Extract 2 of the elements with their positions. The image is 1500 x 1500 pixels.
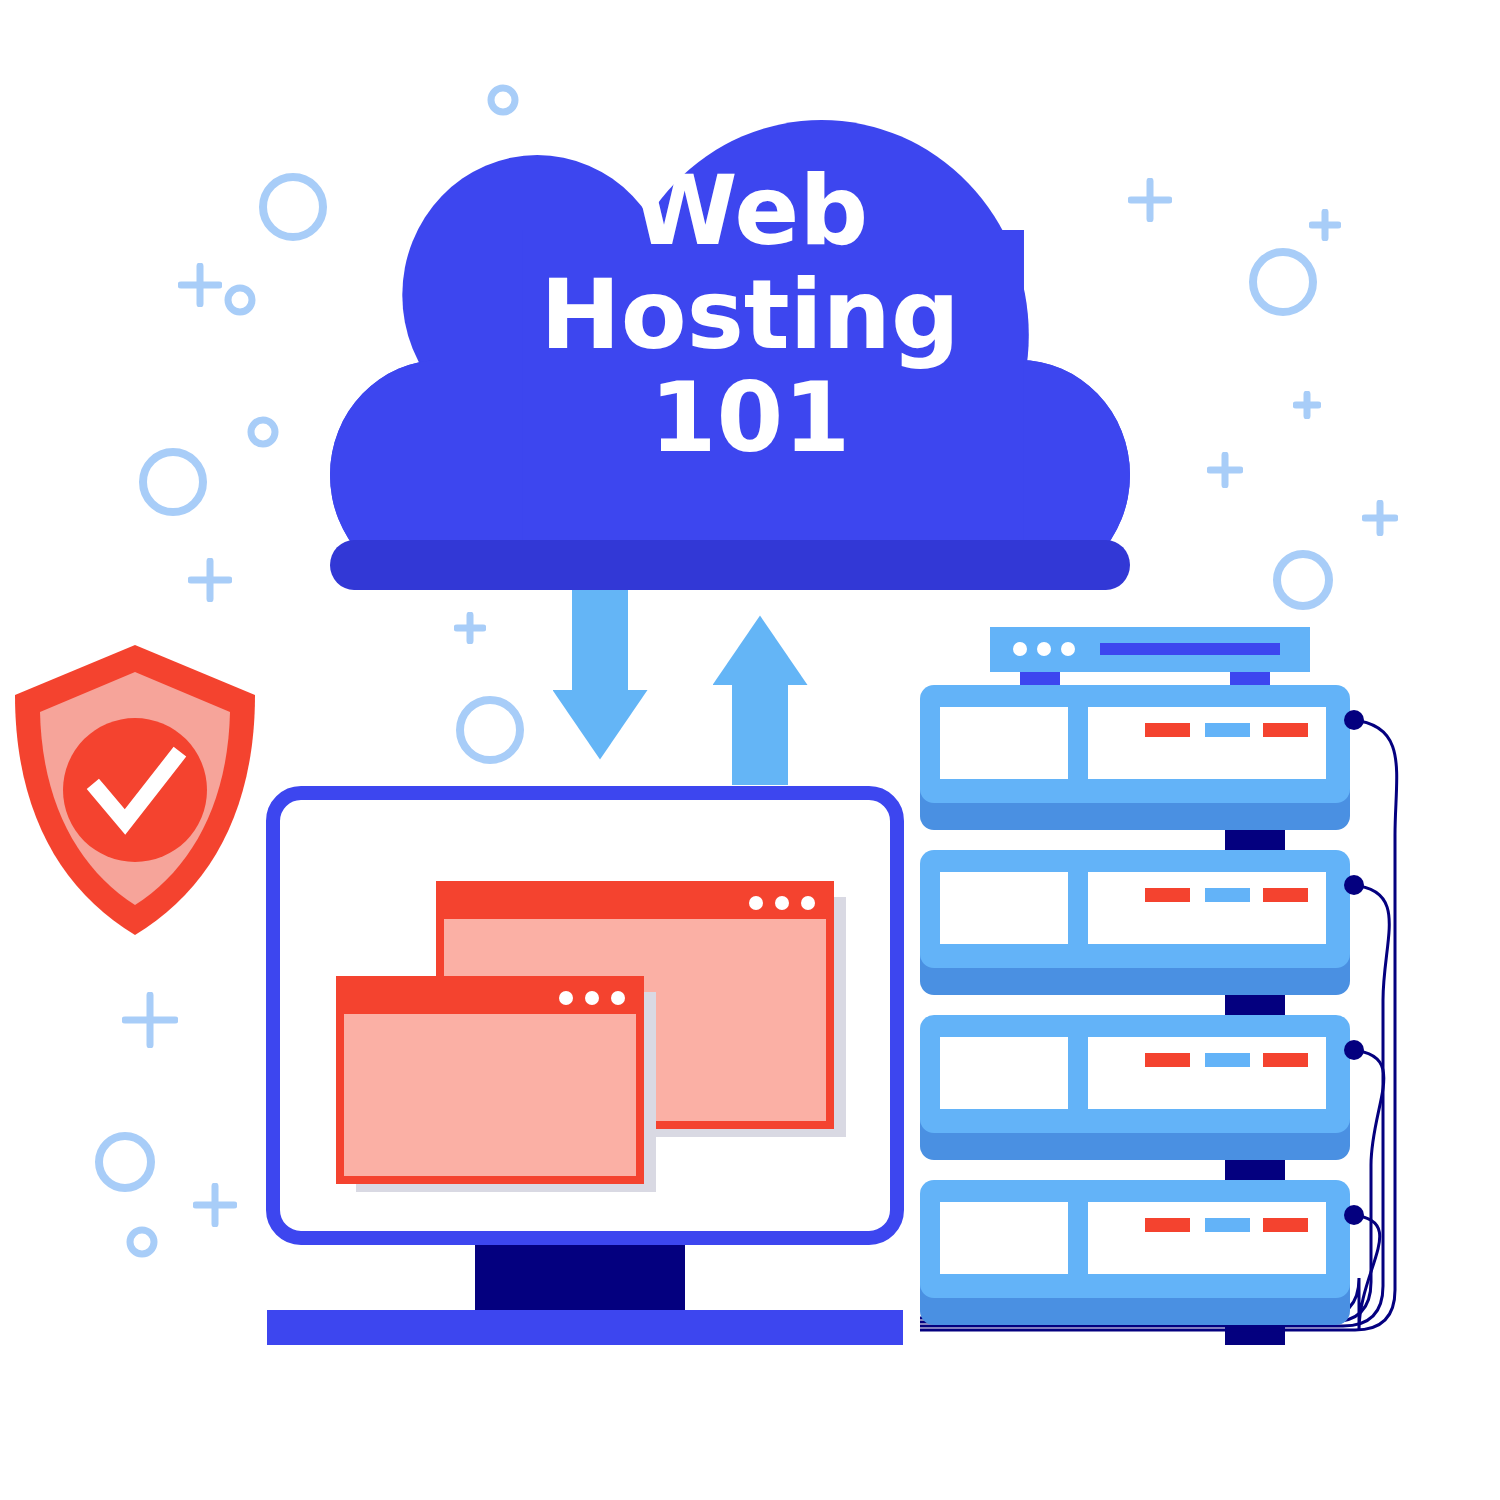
arrow	[712, 615, 808, 785]
arrow	[552, 590, 648, 760]
